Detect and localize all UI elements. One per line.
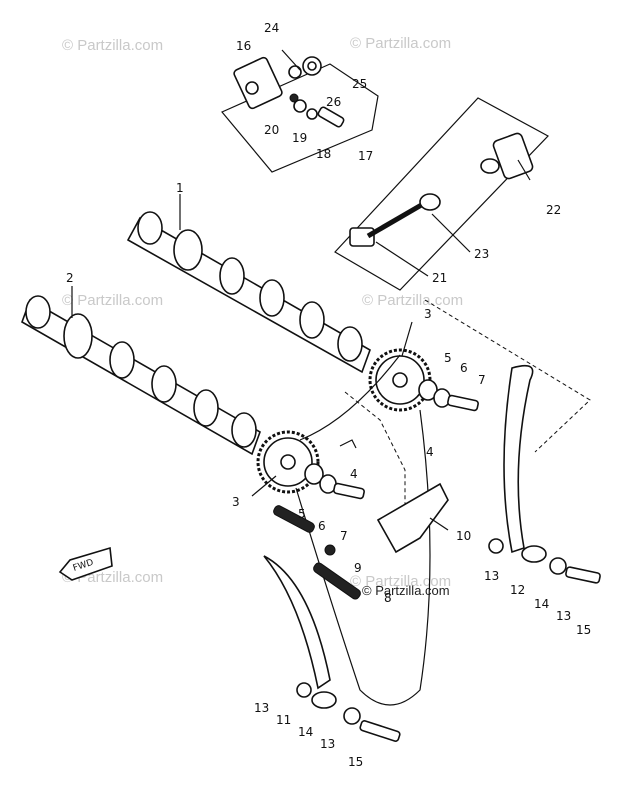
callout-label: 5	[298, 507, 306, 521]
callout-label: 19	[292, 131, 307, 145]
callout-label: 4	[426, 445, 434, 459]
watermark: © Partzilla.com	[62, 292, 163, 309]
callout-label: 14	[298, 725, 313, 739]
camshaft-2-body	[21, 298, 261, 456]
chain-links	[273, 505, 361, 600]
part-7-bolt	[333, 482, 365, 500]
callout-label: 23	[474, 247, 489, 261]
callout-label: 13	[484, 569, 499, 583]
leader-lines	[71, 159, 531, 531]
callout-label: 22	[546, 203, 561, 217]
callout-label: 13	[254, 701, 269, 715]
callout-label: 12	[510, 583, 525, 597]
callout-label: 26	[326, 95, 341, 109]
watermark: © Partzilla.com	[350, 35, 451, 52]
part-23-spring	[419, 193, 441, 211]
callout-label: 13	[556, 609, 571, 623]
part-20-oring	[289, 93, 299, 103]
callout-label: 7	[478, 373, 486, 387]
part-19-washer	[293, 99, 307, 113]
callout-label: 17	[358, 149, 373, 163]
watermark-layer: © Partzilla.com © Partzilla.com © Partzi…	[62, 35, 463, 598]
rod-outline	[334, 97, 549, 291]
part-15-bolt	[359, 720, 401, 742]
part-9-link	[324, 544, 336, 556]
sprocket-lower	[256, 430, 365, 500]
callout-label: 6	[318, 519, 326, 533]
camshaft-2	[21, 295, 261, 456]
guide-rod-assembly	[334, 97, 549, 291]
part-8-chain	[313, 562, 361, 600]
callout-label: 5	[444, 351, 452, 365]
callout-label: 16	[236, 39, 251, 53]
callout-label: 4	[350, 467, 358, 481]
callout-label: 6	[460, 361, 468, 375]
callout-labels: 24 16 25 26 20 19 18 17 22 23 21 1 2 3 5…	[66, 21, 591, 769]
tensioner-hole	[245, 81, 259, 95]
chain-guide-left	[263, 555, 401, 742]
callout-label: 1	[176, 181, 184, 195]
part-17-bolt	[317, 106, 345, 128]
part-22-gasket	[492, 132, 534, 180]
callout-label: 15	[348, 755, 363, 769]
part-21-plunger-head	[349, 227, 375, 247]
part-15-bolt	[565, 566, 601, 584]
callout-label: 11	[276, 713, 291, 727]
part-4-key	[339, 439, 357, 449]
part-10-guide	[376, 482, 449, 554]
watermark: © Partzilla.com	[362, 292, 463, 309]
tensioner-assembly	[221, 49, 379, 173]
callout-label: 13	[320, 737, 335, 751]
callout-label: 25	[352, 77, 367, 91]
part-26-spring	[288, 65, 302, 79]
callout-label: 8	[384, 591, 392, 605]
sprocket-upper	[368, 348, 479, 412]
callout-label: 24	[264, 21, 279, 35]
part-12-guide	[503, 364, 534, 554]
camshaft-1	[126, 211, 371, 374]
callout-label: 20	[264, 123, 279, 137]
camshaft-1-body	[126, 216, 371, 374]
part-5-washer	[304, 463, 324, 485]
tensioner-body	[233, 56, 283, 110]
watermark-center: © Partzilla.com	[362, 583, 450, 598]
callout-label: 21	[432, 271, 447, 285]
callout-label: 7	[340, 529, 348, 543]
chain-guide-10	[376, 482, 449, 554]
watermark: © Partzilla.com	[350, 573, 451, 590]
callout-label: 18	[316, 147, 331, 161]
chain-segment	[273, 505, 315, 533]
part-18-washer	[306, 108, 318, 120]
fwd-arrow: FWD	[58, 546, 113, 581]
callout-label: 15	[576, 623, 591, 637]
callout-label: 3	[424, 307, 432, 321]
part-7-bolt	[447, 394, 479, 412]
callout-label: 2	[66, 271, 74, 285]
callout-label: 9	[354, 561, 362, 575]
callout-label: 14	[534, 597, 549, 611]
cam-chain	[295, 354, 431, 706]
tensioner-guide-right	[488, 364, 601, 584]
part-21-rod	[366, 197, 432, 239]
watermark: © Partzilla.com	[62, 37, 163, 54]
part-23-spring-end	[480, 158, 500, 174]
callout-label: 10	[456, 529, 471, 543]
callout-label: 3	[232, 495, 240, 509]
part-11-guide	[263, 555, 331, 690]
